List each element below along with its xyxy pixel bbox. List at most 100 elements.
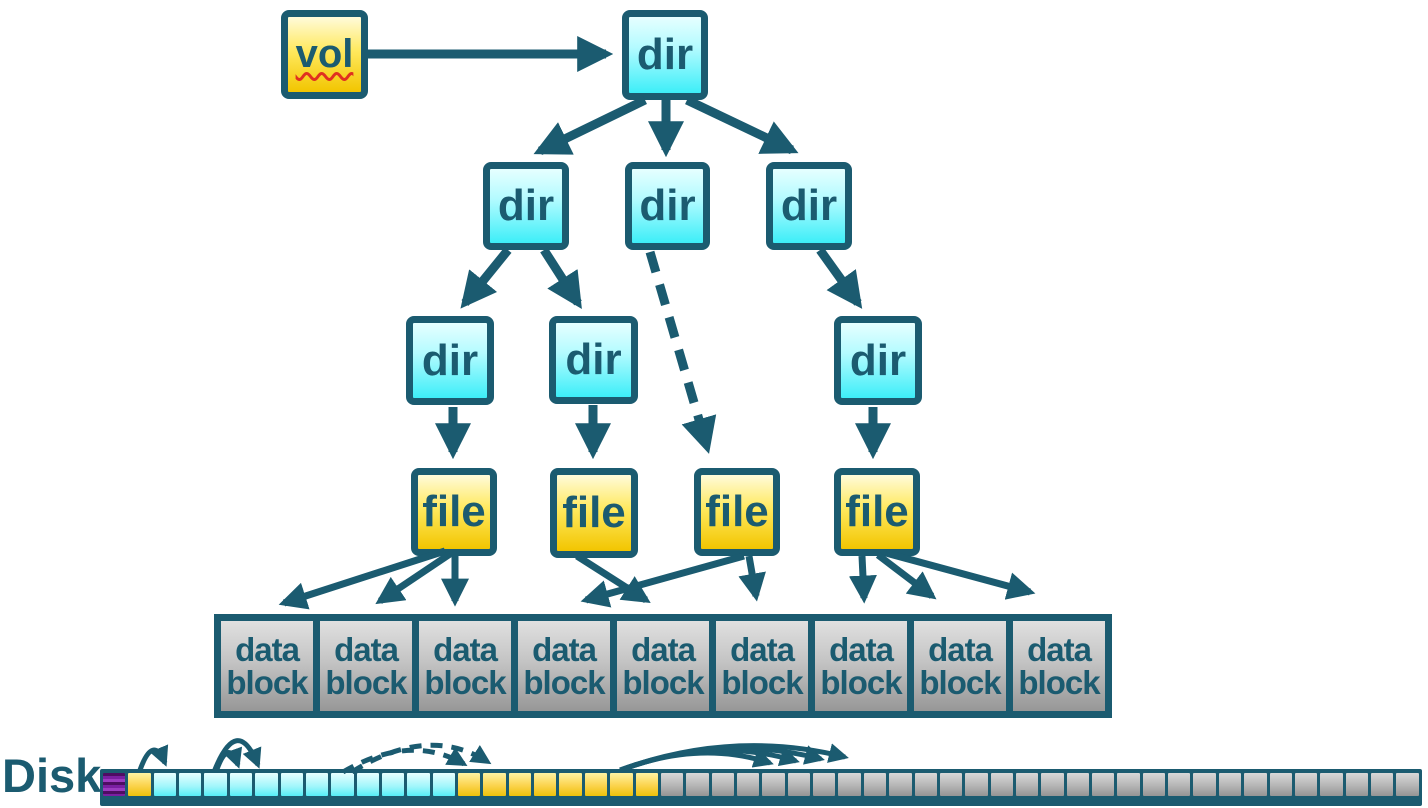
disk-cell bbox=[914, 773, 937, 796]
disk-cell bbox=[559, 773, 582, 796]
disk-cell bbox=[331, 773, 354, 796]
disk-cell bbox=[787, 773, 811, 796]
disk-cell bbox=[1193, 773, 1216, 796]
dir-label: dir bbox=[636, 30, 694, 79]
disk-cell bbox=[280, 773, 303, 796]
disk-arc-file-to-data2 bbox=[620, 746, 800, 773]
arrow-dir3-to-dir3a bbox=[816, 247, 863, 309]
dashed-arrow-dir2-to-file3 bbox=[645, 250, 717, 454]
disk-strip bbox=[100, 769, 1422, 806]
disk-cell bbox=[305, 773, 329, 796]
disk-cell bbox=[508, 773, 532, 796]
disk-cell bbox=[813, 773, 836, 796]
disk-cell bbox=[1142, 773, 1166, 796]
dir-node-root: dir bbox=[622, 10, 708, 100]
disk-cell bbox=[1244, 773, 1267, 796]
data-block-cell-text: block bbox=[820, 664, 902, 701]
disk-cell bbox=[838, 773, 861, 796]
arrow-file2-to-block5 bbox=[575, 553, 651, 604]
dir-node-level2-3: dir bbox=[766, 162, 852, 250]
disk-cell bbox=[863, 773, 887, 796]
disk-cell bbox=[1041, 773, 1064, 796]
dir-node-level3-2: dir bbox=[549, 316, 638, 404]
disk-cell bbox=[1294, 773, 1318, 796]
arrow-file1-to-block2 bbox=[375, 551, 452, 605]
dir-node-level3-1: dir bbox=[406, 316, 494, 405]
vol-label: vol bbox=[295, 32, 354, 76]
dir-label: dir bbox=[639, 181, 696, 230]
data-block-cell-text: block bbox=[721, 664, 803, 701]
data-block-cell-text: data bbox=[532, 631, 597, 668]
disk-cell bbox=[1218, 773, 1242, 796]
data-block-cell-text: data bbox=[829, 631, 894, 668]
file-label: file bbox=[422, 487, 486, 536]
arrow-file4-to-block8 bbox=[875, 552, 937, 600]
data-block-cell-text: data bbox=[928, 631, 993, 668]
disk-cell bbox=[660, 773, 684, 796]
arrow-dir1-to-dir1b bbox=[540, 247, 582, 310]
disk-cell bbox=[103, 773, 126, 796]
disk-cell bbox=[1015, 773, 1039, 796]
arrow-rootdir-to-dir3 bbox=[685, 95, 799, 155]
dir-label: dir bbox=[565, 335, 622, 384]
disk-cell bbox=[381, 773, 405, 796]
disk-arc-file-to-data3 bbox=[620, 745, 825, 773]
disk-cell bbox=[432, 773, 456, 796]
disk-cell bbox=[204, 773, 227, 796]
disk-cell bbox=[736, 773, 760, 796]
disk-cell bbox=[939, 773, 963, 796]
arrow-file3-to-block6 bbox=[738, 555, 766, 602]
data-block-cell-text: data bbox=[631, 631, 696, 668]
file-node-2: file bbox=[550, 468, 638, 558]
disk-cell bbox=[1066, 773, 1090, 796]
disk-cell bbox=[255, 773, 278, 796]
arrow-file1-to-block1 bbox=[278, 547, 447, 610]
file-label: file bbox=[562, 488, 626, 537]
file-node-4: file bbox=[834, 468, 920, 556]
disk-cell bbox=[407, 773, 430, 796]
arrow-file4-to-block7 bbox=[848, 555, 877, 604]
data-block-cell-text: data bbox=[1027, 631, 1092, 668]
arrow-rootdir-to-dir1 bbox=[533, 95, 647, 156]
disk-cell bbox=[128, 773, 151, 796]
disk-cell bbox=[229, 773, 253, 796]
disk-cell bbox=[686, 773, 709, 796]
file-node-1: file bbox=[411, 468, 497, 556]
disk-cell bbox=[711, 773, 734, 796]
arrow-file3-to-block4 bbox=[580, 552, 745, 608]
disk-label: Disk bbox=[2, 749, 102, 802]
dir-label: dir bbox=[780, 181, 838, 230]
disk-cell bbox=[635, 773, 658, 796]
disk-cell bbox=[356, 773, 379, 796]
dir-node-level3-3: dir bbox=[834, 316, 922, 405]
disk-cell bbox=[584, 773, 608, 796]
disk-cell bbox=[1117, 773, 1140, 796]
data-block-cell-text: block bbox=[523, 664, 605, 701]
disk-cell bbox=[534, 773, 557, 796]
data-block-cell-text: data bbox=[334, 631, 399, 668]
data-block-cell-text: block bbox=[1018, 664, 1100, 701]
disk-cell bbox=[1345, 773, 1368, 796]
dir-label: dir bbox=[421, 335, 479, 385]
disk-arc-file-to-data4 bbox=[619, 743, 849, 773]
data-block-cell-text: block bbox=[226, 664, 308, 701]
arrow-dir1-to-dir1a bbox=[460, 247, 512, 309]
file-label: file bbox=[705, 487, 769, 536]
dir-node-level2-1: dir bbox=[483, 162, 569, 250]
disk-cell bbox=[965, 773, 988, 796]
data-block-cell-text: block bbox=[919, 664, 1001, 701]
disk-cell bbox=[1092, 773, 1115, 796]
disk-cell bbox=[153, 773, 177, 796]
data-block-cell-text: data bbox=[730, 631, 795, 668]
dir-node-level2-2: dir bbox=[625, 162, 710, 250]
file-node-3: file bbox=[694, 468, 780, 556]
arrow-file4-to-block9 bbox=[885, 549, 1036, 600]
